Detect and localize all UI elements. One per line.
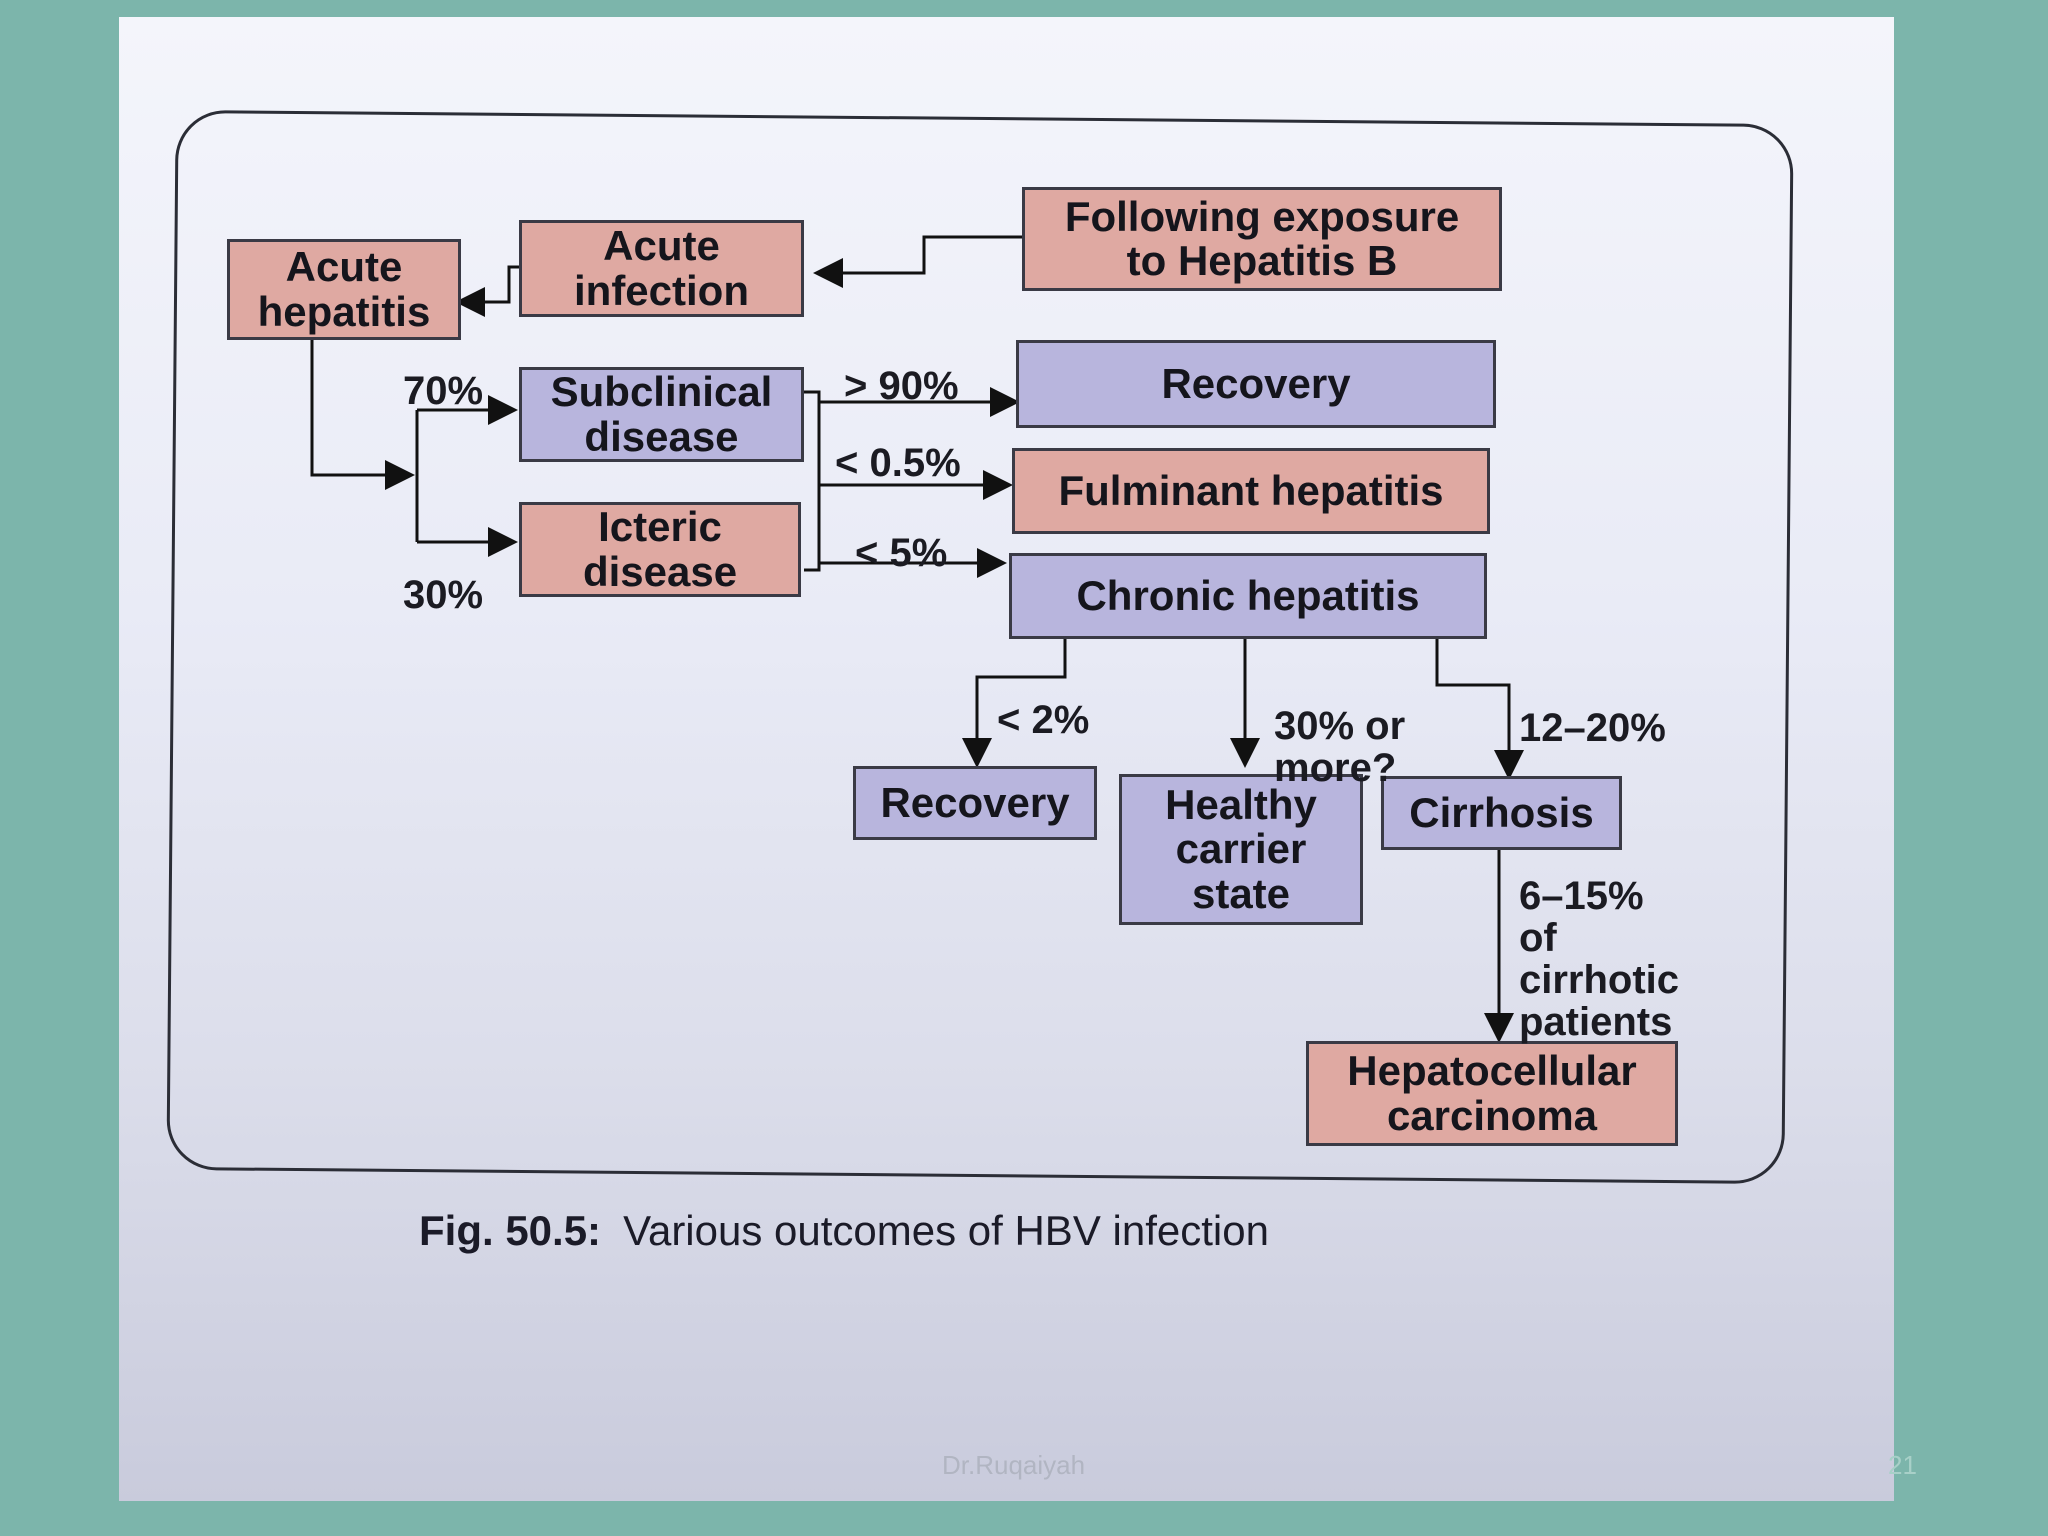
acute-hepatitis-box: Acute hepatitis	[227, 239, 461, 340]
footer-author: Dr.Ruqaiyah	[942, 1450, 1086, 1480]
recovery-box-top: Recovery	[1016, 340, 1496, 428]
slide-number: 21	[1888, 1450, 1917, 1480]
label-30-percent: 30%	[403, 573, 484, 617]
label-6-15-cirrhotic: 6–15% of cirrhotic patients	[1519, 874, 1680, 1044]
figure-number: Fig. 50.5:	[419, 1207, 602, 1254]
exposure-box: Following exposure to Hepatitis B	[1022, 187, 1502, 291]
label-lt-2: < 2%	[997, 698, 1090, 742]
cirrhosis-box: Cirrhosis	[1381, 776, 1622, 850]
icteric-disease-box: Icteric disease	[519, 502, 801, 597]
figure-caption: Fig. 50.5: Various outcomes of HBV infect…	[419, 1207, 1269, 1255]
label-12-20: 12–20%	[1519, 706, 1666, 750]
label-lt-0-5: < 0.5%	[835, 441, 961, 485]
flow-arrows	[310, 235, 1524, 1043]
recovery-box-bottom: Recovery	[853, 766, 1097, 840]
label-lt-5: < 5%	[855, 531, 948, 575]
chronic-hepatitis-box: Chronic hepatitis	[1009, 553, 1487, 639]
label-gt-90: > 90%	[844, 364, 959, 408]
healthy-carrier-box: Healthy carrier state	[1119, 774, 1363, 925]
figure-caption-text: Various outcomes of HBV infection	[623, 1207, 1269, 1254]
fulminant-hepatitis-box: Fulminant hepatitis	[1012, 448, 1490, 534]
acute-infection-box: Acute infection	[519, 220, 804, 317]
label-30-or-more: 30% or more?	[1274, 704, 1406, 790]
subclinical-disease-box: Subclinical disease	[519, 367, 804, 462]
hepatocellular-carcinoma-box: Hepatocellular carcinoma	[1306, 1041, 1678, 1146]
label-70-percent: 70%	[403, 369, 484, 413]
scanned-figure: Following exposure to Hepatitis B Acute …	[119, 17, 1894, 1501]
